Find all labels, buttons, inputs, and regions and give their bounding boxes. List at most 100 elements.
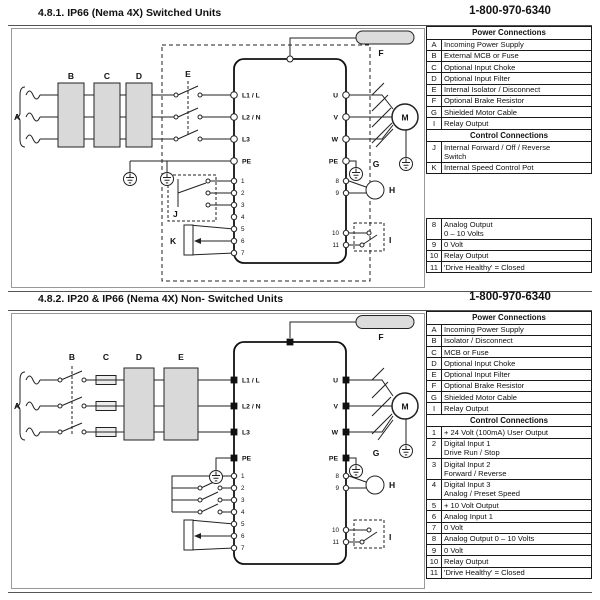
section1-title: 4.8.1. IP66 (Nema 4X) Switched Units [38, 7, 222, 19]
terminal-label: L1 / L [242, 93, 260, 100]
rule-bottom [8, 592, 592, 593]
rule-top [8, 25, 592, 26]
label-d: D [136, 71, 142, 81]
rule-section2-top [8, 310, 592, 311]
row-key: 6 [426, 510, 442, 523]
terminal-label: L1 / L [242, 378, 260, 385]
brake-resistor [355, 315, 415, 329]
row-desc: Isolator / Disconnect [441, 334, 592, 348]
rule-section-divider [8, 291, 592, 292]
terminal-number: 3 [241, 497, 245, 504]
control-terminals [230, 472, 350, 552]
row-key: D [426, 357, 442, 370]
section1-phone: 1-800-970-6340 [469, 5, 551, 17]
mcb-fuse-box [57, 82, 85, 148]
row-desc: Optional Input Filter [441, 72, 592, 85]
label-g: G [373, 448, 380, 458]
input-filter-box [163, 367, 199, 441]
terminal-number: 4 [241, 214, 245, 221]
label-c: C [104, 71, 110, 81]
row-key: 9 [426, 238, 442, 251]
wiring-diagram-switched: A B C D E F G H I J K M L1 / L L2 / N L3… [14, 30, 419, 282]
row-key: D [426, 72, 442, 85]
terminal-label: W [332, 430, 339, 437]
row-desc: 'Drive Healthy' = Closed [441, 261, 592, 274]
speed-pot [183, 224, 194, 256]
terminal-number: 8 [335, 473, 339, 480]
row-desc: 'Drive Healthy' = Closed [441, 566, 592, 579]
terminal-number: 9 [335, 190, 339, 197]
terminal-number: 4 [241, 509, 245, 516]
terminal-label: U [333, 378, 338, 385]
terminal-number: 2 [241, 190, 245, 197]
relay-box [353, 222, 385, 252]
terminal-label: PE [329, 456, 339, 463]
row-desc: Internal Isolator / Disconnect [441, 83, 592, 96]
enclosure-dashed-outline [161, 44, 371, 282]
row-desc: External MCB or Fuse [441, 49, 592, 63]
header-cell: Power Connections [426, 26, 592, 40]
terminal-number: 7 [241, 545, 245, 552]
terminal-number: 1 [241, 473, 245, 480]
earth-ground-icon [399, 444, 413, 458]
label-h: H [389, 480, 395, 490]
earth-ground-icon [160, 172, 174, 186]
label-e: E [178, 352, 184, 362]
row-key: A [426, 38, 442, 51]
label-a: A [14, 401, 20, 411]
row-desc: MCB or Fuse [441, 346, 592, 359]
row-desc: Relay Output [441, 117, 592, 130]
terminal-number: 1 [241, 178, 245, 185]
meter-h-icon [365, 475, 385, 495]
label-e: E [185, 69, 191, 79]
label-f: F [378, 48, 383, 58]
wires [40, 321, 407, 551]
pot-wiper-arrow-icon [194, 533, 201, 539]
diagram-box-switched: A B C D E F G H I J K M L1 / L L2 / N L3… [11, 28, 425, 288]
row-desc: Relay Output [441, 249, 592, 263]
relay-box [353, 519, 385, 549]
label-b: B [68, 71, 74, 81]
power-connections-header: Power Connections [426, 311, 592, 325]
label-f: F [378, 332, 383, 342]
row-desc: Analog Input 1 [441, 510, 592, 523]
row-key: F [426, 379, 442, 393]
row-desc: Optional Input Choke [441, 357, 592, 370]
table-row: 1+ 24 Volt (100mA) User Output [426, 426, 592, 439]
row-desc: 0 Volt [441, 238, 592, 251]
terminal-number: 11 [332, 539, 339, 546]
row-key: F [426, 94, 442, 108]
label-c: C [103, 352, 109, 362]
power-terminal-squares [230, 338, 350, 462]
label-b: B [69, 352, 75, 362]
drive-terminals [230, 55, 350, 257]
row-key: I [426, 402, 442, 415]
motor-label: M [401, 113, 408, 123]
row-key: A [426, 323, 442, 336]
row-desc: Relay Output [441, 555, 592, 568]
table-row: 11'Drive Healthy' = Closed [426, 566, 592, 579]
switch-j-box [167, 174, 217, 222]
shielded-cable-hatch [371, 367, 394, 441]
